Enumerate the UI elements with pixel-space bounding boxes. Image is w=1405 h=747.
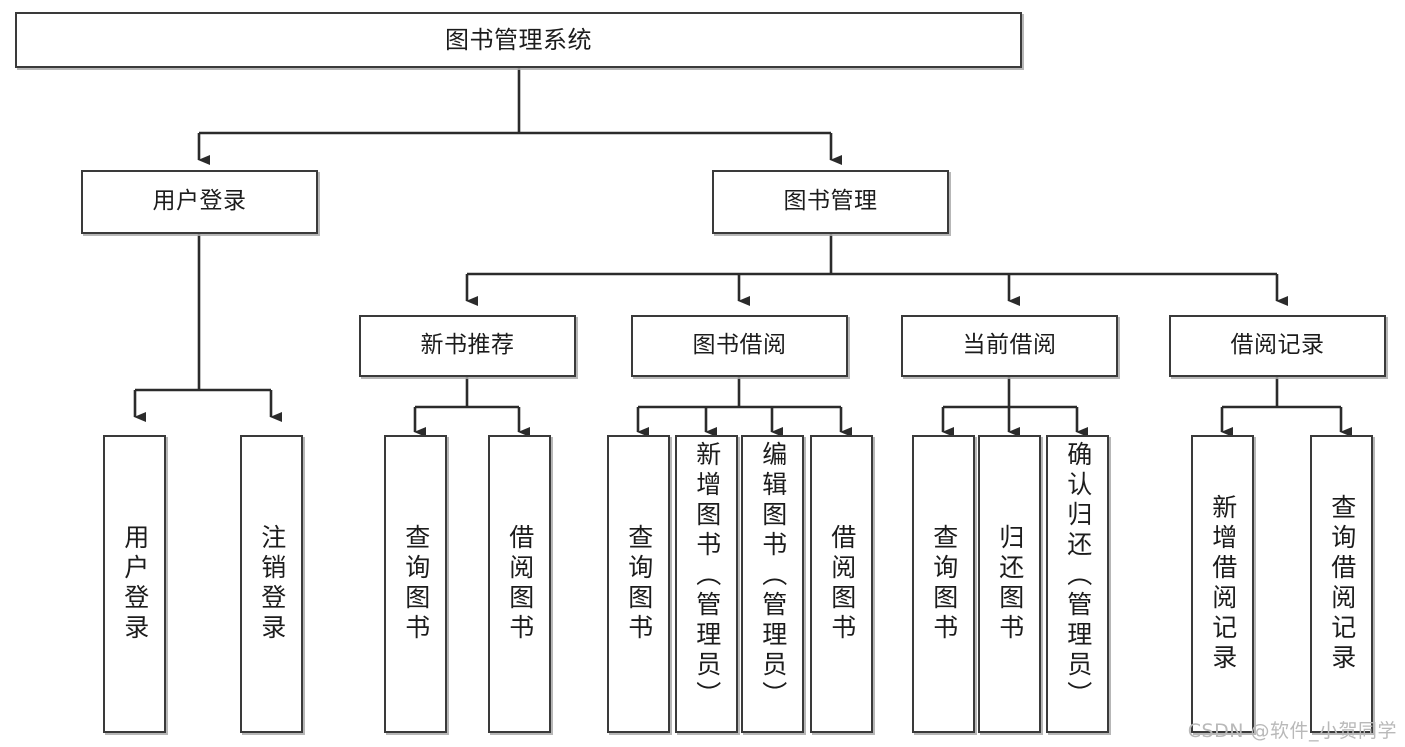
node-root-system[interactable]: 图书管理系统 — [15, 12, 1022, 68]
node-user-login[interactable]: 用户登录 — [81, 170, 318, 234]
node-label: 查询图书 — [624, 524, 654, 644]
node-book-borrow[interactable]: 图书借阅 — [631, 315, 848, 377]
node-label: 图书管理系统 — [445, 25, 592, 54]
leaf-current-return-book[interactable]: 归还图书 — [978, 435, 1041, 733]
leaf-recommend-borrow-book[interactable]: 借阅图书 — [488, 435, 551, 733]
leaf-borrow-edit-book-admin[interactable]: 编辑图书（管理员） — [741, 435, 804, 733]
leaf-borrow-query-book[interactable]: 查询图书 — [607, 435, 670, 733]
node-label: 查询借阅记录 — [1327, 494, 1357, 674]
leaf-record-query-borrow-record[interactable]: 查询借阅记录 — [1310, 435, 1373, 733]
leaf-record-add-borrow-record[interactable]: 新增借阅记录 — [1191, 435, 1254, 733]
node-book-management[interactable]: 图书管理 — [712, 170, 949, 234]
leaf-borrow-borrow-book[interactable]: 借阅图书 — [810, 435, 873, 733]
node-label: 归还图书 — [995, 524, 1025, 644]
node-label: 用户登录 — [120, 524, 150, 644]
node-label: 图书借阅 — [692, 332, 787, 359]
node-label: 图书管理 — [783, 188, 878, 215]
node-label: 新增借阅记录 — [1208, 494, 1238, 674]
node-new-book-recommend[interactable]: 新书推荐 — [359, 315, 576, 377]
node-label: 新增图书（管理员） — [692, 441, 722, 711]
node-borrow-record[interactable]: 借阅记录 — [1169, 315, 1386, 377]
node-label: 新书推荐 — [420, 332, 515, 359]
node-label: 借阅记录 — [1230, 332, 1325, 359]
node-label: 编辑图书（管理员） — [758, 441, 788, 711]
node-label: 注销登录 — [257, 524, 287, 644]
leaf-borrow-add-book-admin[interactable]: 新增图书（管理员） — [675, 435, 738, 733]
leaf-current-confirm-return-admin[interactable]: 确认归还（管理员） — [1046, 435, 1109, 733]
node-label: 当前借阅 — [962, 332, 1057, 359]
node-label: 查询图书 — [929, 524, 959, 644]
node-current-borrow[interactable]: 当前借阅 — [901, 315, 1118, 377]
node-label: 借阅图书 — [827, 524, 857, 644]
node-label: 确认归还（管理员） — [1063, 441, 1093, 711]
node-label: 借阅图书 — [505, 524, 535, 644]
leaf-user-login-signout[interactable]: 注销登录 — [240, 435, 303, 733]
leaf-recommend-query-book[interactable]: 查询图书 — [384, 435, 447, 733]
csdn-watermark: CSDN @软件_小贺同学 — [1187, 720, 1397, 742]
node-label: 用户登录 — [152, 188, 247, 215]
leaf-current-query-book[interactable]: 查询图书 — [912, 435, 975, 733]
leaf-user-login-signin[interactable]: 用户登录 — [103, 435, 166, 733]
node-label: 查询图书 — [401, 524, 431, 644]
